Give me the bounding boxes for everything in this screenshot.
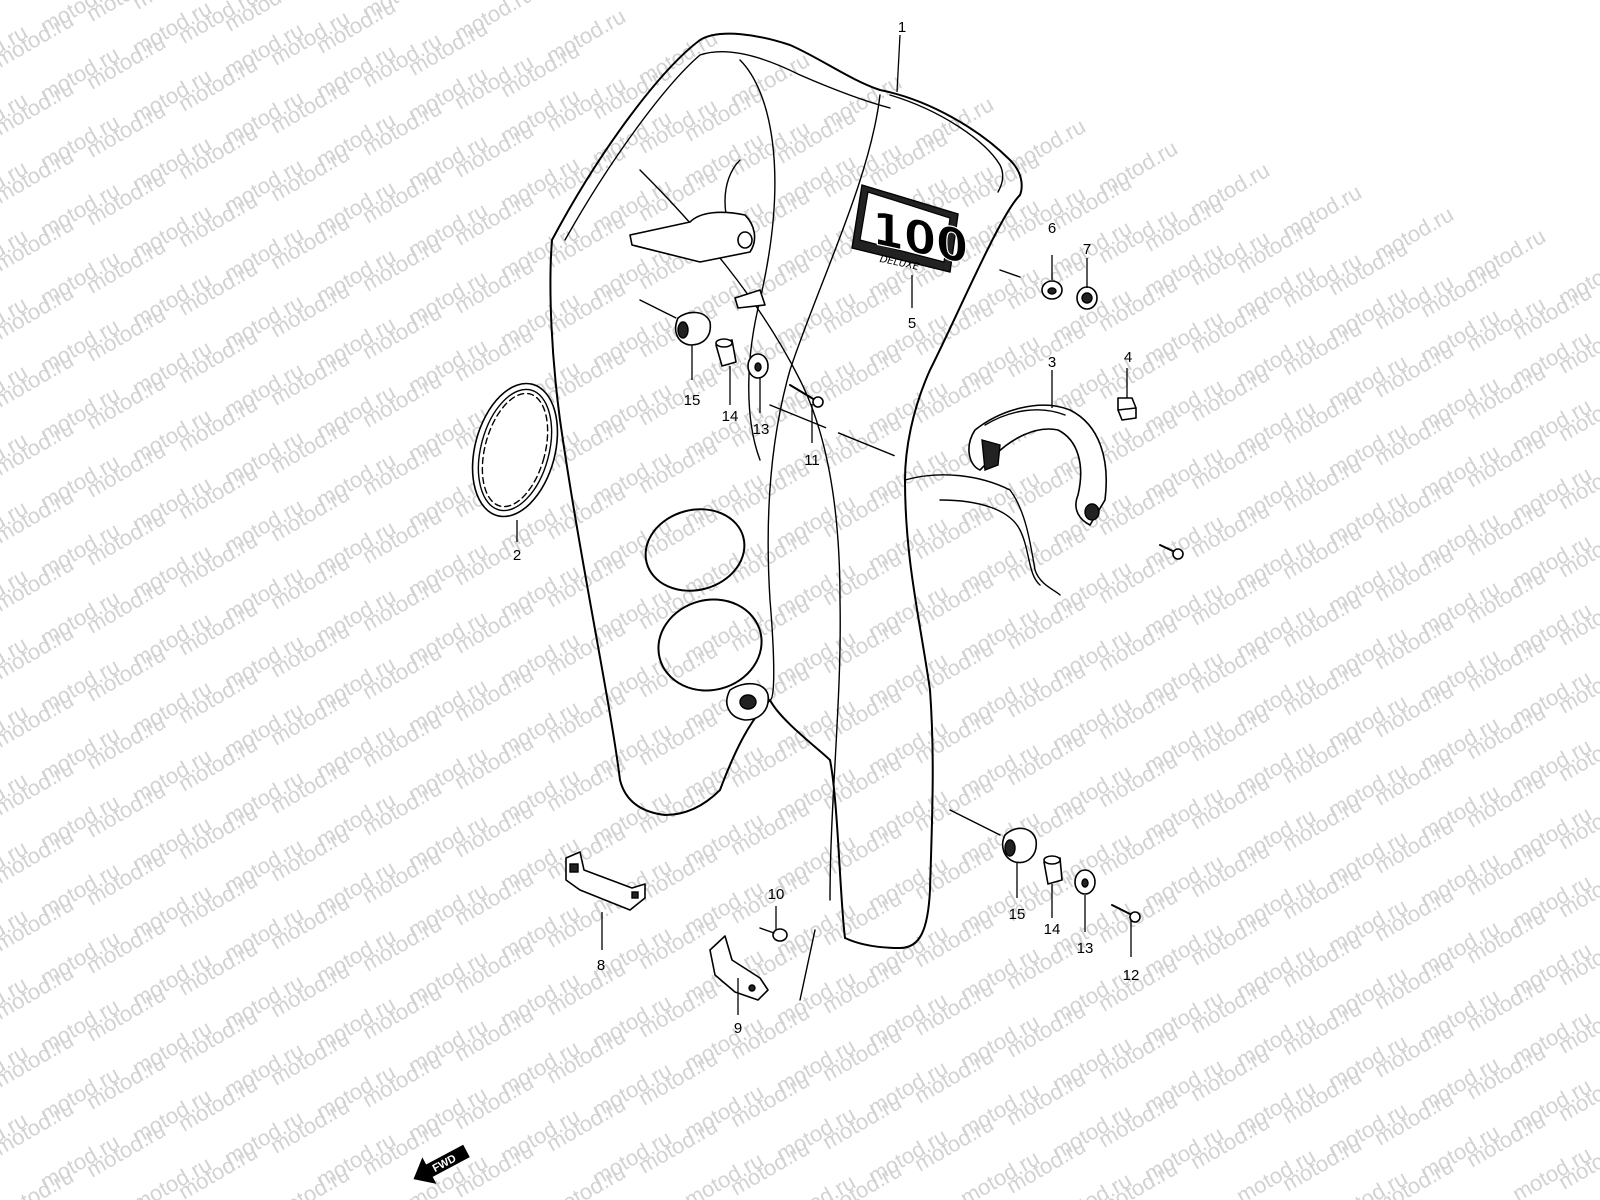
screw-11[interactable] xyxy=(789,384,824,408)
callout-14-upper: 14 xyxy=(722,408,739,425)
screw-bracket-3[interactable] xyxy=(1159,544,1184,560)
leader-lines xyxy=(516,34,1132,1015)
callout-6: 6 xyxy=(1048,220,1056,237)
watermark-text: motod.ru xyxy=(0,1163,78,1200)
watermark-text: motod.ru xyxy=(266,1161,354,1200)
watermark-text: motod.ru xyxy=(772,1169,860,1200)
washer-13-lower[interactable] xyxy=(1074,869,1096,895)
callout-9: 9 xyxy=(734,1020,742,1037)
callout-7: 7 xyxy=(1083,241,1091,258)
screw-12[interactable] xyxy=(1111,904,1141,923)
callout-12: 12 xyxy=(1123,967,1140,984)
callout-13-lower: 13 xyxy=(1077,940,1094,957)
rim-ring[interactable] xyxy=(459,374,571,526)
callout-1: 1 xyxy=(898,19,906,36)
leg-shield-cover[interactable] xyxy=(549,32,1061,1001)
callout-13-upper: 13 xyxy=(753,421,770,438)
callout-2: 2 xyxy=(513,547,521,564)
watermark-text: motod.ru xyxy=(542,1159,630,1200)
grommet-15-upper[interactable] xyxy=(674,311,712,346)
washer-13-upper[interactable] xyxy=(747,353,769,379)
watermark-text: motod.ru xyxy=(1048,1167,1136,1200)
washer-6[interactable] xyxy=(1041,280,1063,300)
bracket-9[interactable] xyxy=(709,935,769,1001)
emblem-100-deluxe[interactable]: 100 DELUXE xyxy=(851,184,969,275)
callout-4: 4 xyxy=(1124,349,1132,366)
callout-8: 8 xyxy=(597,957,605,974)
callout-14-lower: 14 xyxy=(1044,921,1061,938)
callout-11: 11 xyxy=(804,452,820,469)
collar-14-upper[interactable] xyxy=(715,338,737,367)
clip-nut[interactable] xyxy=(1117,397,1137,421)
callout-3: 3 xyxy=(1048,354,1056,371)
callout-5: 5 xyxy=(908,315,916,332)
screw-10[interactable] xyxy=(759,927,788,942)
bracket-8[interactable] xyxy=(565,851,646,911)
nut-7[interactable] xyxy=(1076,286,1098,310)
callout-15-upper: 15 xyxy=(684,392,701,409)
watermark-text: motod.ru xyxy=(680,1147,768,1200)
grommet-15-lower[interactable] xyxy=(1001,827,1038,864)
headlight-bracket[interactable] xyxy=(968,404,1108,526)
watermark-text: motod.ru xyxy=(956,1145,1044,1200)
callout-10: 10 xyxy=(768,886,785,903)
collar-14-lower[interactable] xyxy=(1043,855,1063,885)
watermark-text: motod.ru xyxy=(1232,1143,1320,1200)
callout-labels: 1 2 3 4 5 6 7 8 9 10 11 12 13 13 14 14 1… xyxy=(513,19,1140,1037)
callout-15-lower: 15 xyxy=(1009,906,1026,923)
